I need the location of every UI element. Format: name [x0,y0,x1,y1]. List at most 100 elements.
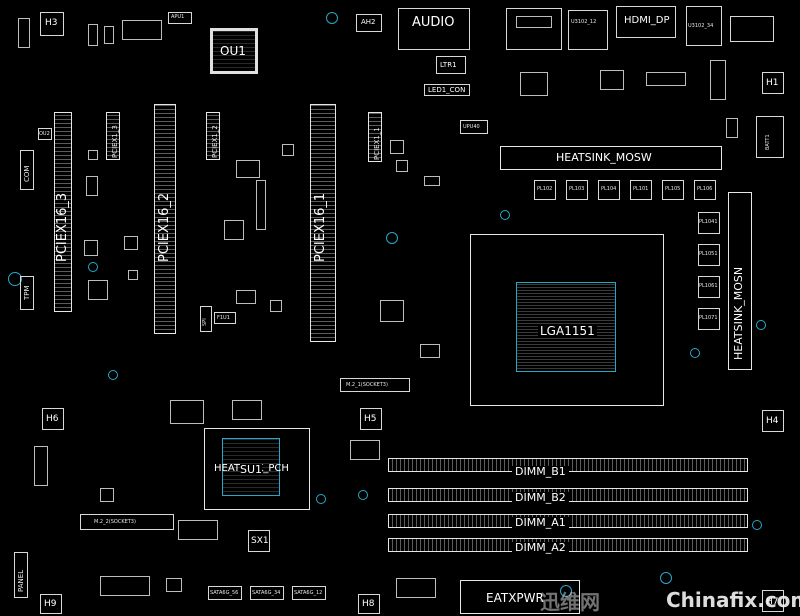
component [84,240,98,256]
pl-label: PL1041 [699,219,718,225]
f1u1-label: F1U1 [217,315,230,321]
sata-port [292,586,326,600]
pl-mos [698,276,720,298]
pl-mos [694,180,716,200]
pciex1-3-slot [106,112,120,160]
led1-con-label: LED1_CON [428,86,466,94]
pciex16-3-label: PCIEX16_3 [55,192,70,262]
mount-h6-box [42,408,64,430]
sata-port [250,586,284,600]
apu1-box [168,12,192,24]
mount-label-h8: H8 [362,599,375,609]
mount-label-h9: H9 [44,599,57,609]
led1-con-box [424,84,470,96]
component [350,440,380,460]
pciex1-1-label: PCIEX1_1 [373,127,381,160]
dimm-a2-label: DIMM_A2 [512,542,569,553]
m2-socket-1 [340,378,410,392]
mount-h8-box [358,594,380,614]
component [128,270,138,280]
mount-hole [88,262,98,272]
mount-hole [752,520,762,530]
mount-h5-box [360,408,382,430]
component [100,576,150,596]
component [420,344,440,358]
component [100,488,114,502]
sx1-box [248,530,270,552]
pciex16-2-slot [154,104,176,334]
pciex16-1-slot [310,104,336,342]
usb-label: U3102_12 [571,19,597,25]
component [170,400,204,424]
lan-usb-connector [506,8,562,50]
connector [18,18,30,48]
component [646,72,686,86]
batt-box [756,116,784,158]
sata-label: SATA6G_12 [294,590,323,596]
component [520,72,548,96]
dimm-a1-label: DIMM_A1 [512,517,569,528]
connector [122,20,162,40]
component [178,520,218,540]
ou2-box [38,128,52,140]
component [710,60,726,100]
pl-mos [598,180,620,200]
ah2-box [356,14,382,32]
ps2-connector [730,16,774,42]
pciex16-3-slot [54,112,72,312]
mount-h7-box [762,590,784,612]
ltr1-box [436,56,466,74]
pciex1-3-label: PCIEX1_3 [111,125,119,158]
ltr1-label: LTR1 [440,61,457,69]
hdmi-dp-label: HDMI_DP [624,15,670,26]
pl-mos [662,180,684,200]
mount-label-h3: H3 [45,18,58,28]
component [390,140,404,154]
usb3-box [568,10,608,50]
component [236,160,260,178]
pl-label: PL1061 [699,283,718,289]
mount-hole [756,320,766,330]
m2-socket-1-label: M.2_1(SOCKET3) [346,382,388,388]
pciex16-2-label: PCIEX16_2 [157,192,172,262]
component [166,578,182,592]
eatxpwr-connector [460,580,580,614]
com-header [20,150,34,190]
m2-socket-2 [80,514,174,530]
spi-label: SPI [202,318,208,326]
mount-h1-box [762,72,784,94]
heatsink-mosn [728,192,752,370]
dimm-b2-label: DIMM_B2 [512,492,569,503]
spi-box [200,306,212,332]
component [396,160,408,172]
component [270,300,282,312]
usb3-box-2 [686,6,722,46]
ou2-label: OU2 [39,131,50,137]
heatsink-mosw-label: HEATSINK_MOSW [556,151,652,164]
mount-hole [560,585,572,597]
mount-hole [358,490,368,500]
batt-label: BATT1 [765,134,771,150]
pl-label: PL106 [697,186,713,192]
f1u1-box [214,312,236,324]
component [88,150,98,160]
sata-label: SATA6G_34 [252,590,281,596]
mount-hole [8,272,22,286]
mount-hole [386,232,398,244]
component [396,578,436,598]
component [224,220,244,240]
pl-mos [698,308,720,330]
component [88,280,108,300]
pl-mos [698,212,720,234]
pciex1-2-slot [206,112,220,160]
usb-label-2: U3102_34 [688,23,714,29]
tpm-header [20,276,34,310]
audio-connector [398,8,470,50]
pl-label: PL101 [633,186,649,192]
sata-label: SATA6G_56 [210,590,239,596]
component [424,176,440,186]
apu1-label: APU1 [171,14,185,20]
m2-socket-2-label: M.2_2(SOCKET3) [94,519,136,525]
component [232,400,262,420]
